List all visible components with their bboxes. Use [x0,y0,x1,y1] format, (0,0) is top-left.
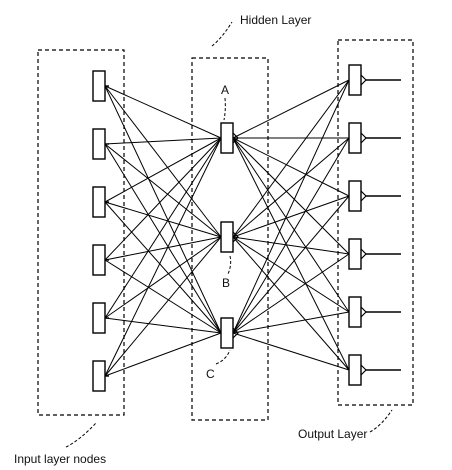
output-nodes [348,64,401,386]
hidden-node-label-b: B [222,276,230,290]
connection-input-6-to-hidden-3 [104,332,222,377]
connection-hidden-1-to-output-6 [232,137,350,371]
connection-input-1-to-hidden-3 [104,85,222,334]
hidden-layer-label: Hidden Layer [240,13,311,27]
connection-hidden-1-to-output-5 [232,137,350,313]
input-node-1 [92,70,106,102]
output-node-4-tip [360,248,367,260]
output-node-2-tip [360,132,367,144]
connection-hidden-2-to-output-1 [232,79,350,238]
connection-hidden-1-to-output-4 [232,137,350,255]
connection-input-5-to-hidden-3 [104,317,222,334]
node-a-leader [223,97,226,121]
hidden-node-c [220,317,234,349]
hidden-node-a [220,122,234,154]
connection-input-5-to-hidden-1 [104,137,222,319]
hidden-node-b [220,221,234,253]
input-layer-box [37,49,125,416]
input-layer-leader [65,422,97,448]
connection-input-2-to-hidden-2 [104,143,222,238]
connection-hidden-3-to-output-6 [232,332,350,371]
output-node-6-tip [360,364,367,376]
output-node-5 [348,296,362,328]
connection-hidden-2-to-output-3 [232,195,350,238]
connection-lines [104,79,350,377]
output-layer-label: Output Layer [298,427,367,441]
connection-input-4-to-hidden-3 [104,259,222,334]
connection-input-5-to-hidden-2 [104,236,222,319]
connection-input-3-to-hidden-1 [104,137,222,203]
output-layer-box [337,39,414,406]
connection-hidden-3-to-output-5 [232,311,350,334]
input-node-3 [92,186,106,218]
output-node-3-tip [360,190,367,202]
output-node-6 [348,354,362,386]
connection-hidden-2-to-output-5 [232,236,350,313]
connection-hidden-2-to-output-4 [232,236,350,255]
hidden-node-label-a: A [221,83,229,97]
input-node-5 [92,302,106,334]
hidden-node-b-terminal [232,231,239,243]
input-nodes [92,70,109,392]
node-c-leader [215,349,231,365]
connection-input-1-to-hidden-1 [104,85,222,139]
hidden-layer-box [191,57,269,421]
connection-input-4-to-hidden-1 [104,137,222,261]
connection-hidden-1-to-output-1 [232,79,350,139]
connection-hidden-2-to-output-6 [232,236,350,371]
output-node-2 [348,122,362,154]
hidden-node-c-terminal [232,327,239,339]
hidden-node-a-terminal [232,132,239,144]
connection-input-2-to-hidden-1 [104,137,222,145]
connection-input-6-to-hidden-1 [104,137,222,377]
hidden-layer-leader [211,21,233,47]
node-b-leader [227,255,232,275]
output-layer-leader [369,409,393,433]
connection-input-6-to-hidden-2 [104,236,222,377]
output-node-5-tip [360,306,367,318]
output-node-1-tip [360,74,367,86]
connection-hidden-1-to-output-3 [232,137,350,197]
hidden-nodes [220,122,239,349]
output-node-3 [348,180,362,212]
output-node-1 [348,64,362,96]
output-node-4 [348,238,362,270]
connection-input-1-to-hidden-2 [104,85,222,238]
connection-hidden-3-to-output-4 [232,253,350,334]
hidden-node-label-c: C [206,367,215,381]
input-layer-label: Input layer nodes [14,452,106,466]
connection-hidden-3-to-output-2 [232,137,350,334]
connection-input-3-to-hidden-3 [104,201,222,334]
connection-hidden-3-to-output-1 [232,79,350,334]
connection-hidden-3-to-output-3 [232,195,350,334]
input-node-6 [92,360,106,392]
input-node-2 [92,128,106,160]
connection-input-2-to-hidden-3 [104,143,222,334]
connection-input-3-to-hidden-2 [104,201,222,238]
connection-input-4-to-hidden-2 [104,236,222,261]
connection-hidden-2-to-output-2 [232,137,350,238]
input-node-4 [92,244,106,276]
